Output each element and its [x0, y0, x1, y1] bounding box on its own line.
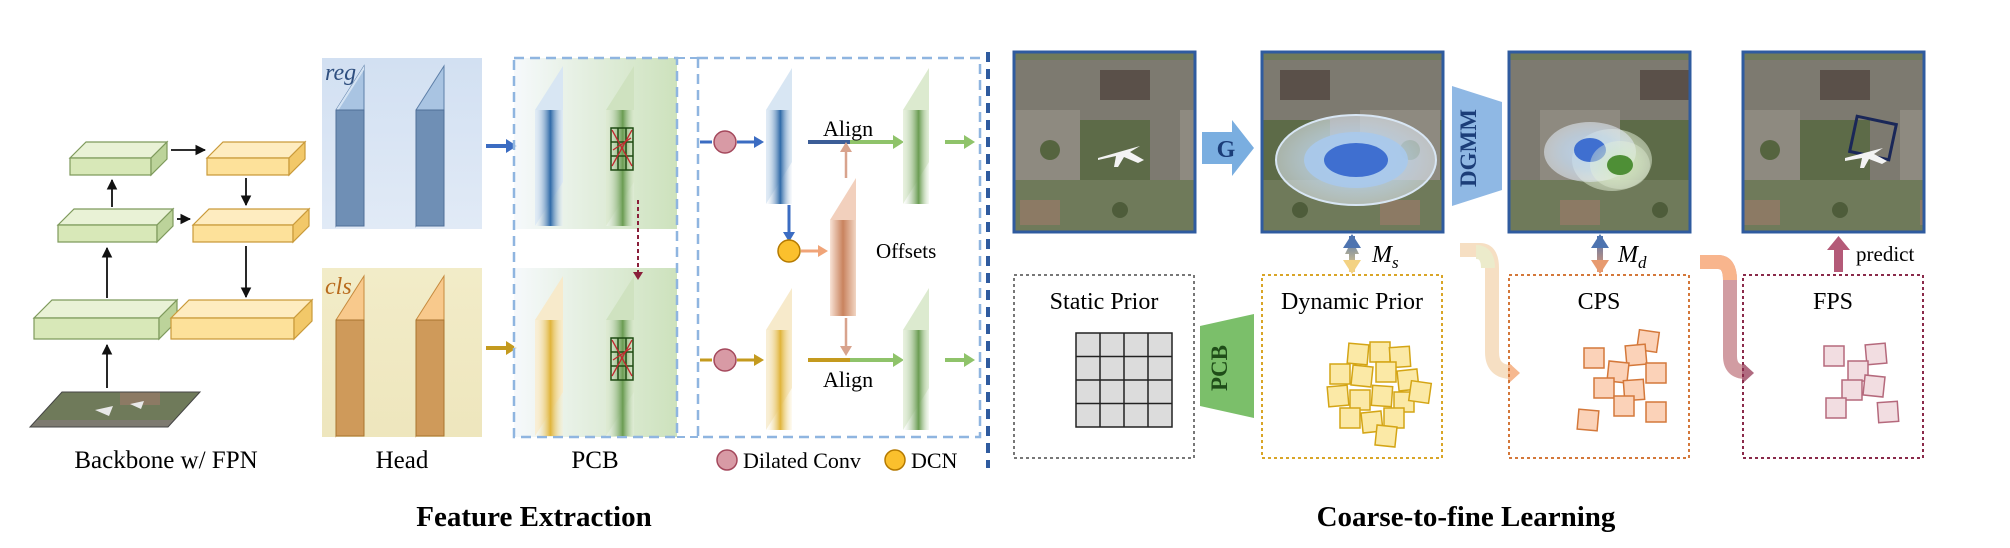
- aerial-image-input: [1012, 50, 1197, 234]
- ms-label: Ms: [1371, 242, 1399, 272]
- align-label-bottom: Align: [823, 367, 873, 392]
- dgmm-block: DGMM: [1452, 86, 1502, 206]
- pcb-detail-block: Align Offsets: [696, 56, 982, 473]
- fpn-green-level-2: [56, 207, 175, 244]
- pcb-trapezoid-label: PCB: [1207, 345, 1232, 391]
- backbone-arrows: [101, 144, 252, 388]
- reg-conv-layer-1: [335, 64, 365, 228]
- pcb-trapezoid: PCB: [1200, 314, 1254, 418]
- dynamic-prior-box: Dynamic Prior: [1261, 274, 1443, 459]
- reg-label: reg: [325, 60, 356, 86]
- static-prior-box: Static Prior: [1013, 274, 1195, 459]
- pcb-dashed-frame: [512, 56, 679, 439]
- fps-label: FPS: [1813, 289, 1853, 315]
- dynamic-to-cps-arrow: [1460, 243, 1520, 384]
- md-arrow: Md: [1591, 234, 1647, 274]
- aerial-image-static-gaussian: [1260, 50, 1445, 234]
- coarse-to-fine-title: Coarse-to-fine Learning: [1317, 501, 1616, 533]
- align-label-top: Align: [823, 116, 873, 141]
- dynamic-prior-points: [1326, 341, 1433, 448]
- dcn-node: [777, 239, 801, 263]
- feature-extraction-title: Feature Extraction: [416, 501, 651, 533]
- detail-cls-feature: [766, 288, 792, 430]
- dynamic-prior-label: Dynamic Prior: [1281, 289, 1423, 315]
- detail-cls-aligned: [903, 288, 929, 430]
- fpn-green-level-3: [68, 140, 169, 177]
- fpn-green-level-1: [32, 298, 179, 341]
- md-label: Md: [1617, 242, 1647, 272]
- detail-reg-aligned: [903, 68, 929, 204]
- head-block: reg cls Head: [322, 58, 482, 474]
- dynamic-gaussian-center-2: [1607, 155, 1633, 175]
- cls-conv-layer-2: [415, 274, 445, 438]
- dgmm-label: DGMM: [1456, 109, 1481, 187]
- g-arrow: G: [1202, 120, 1254, 176]
- backbone-input-image: [28, 391, 202, 428]
- pcb-label: PCB: [571, 447, 618, 474]
- airplane-icon: [1845, 148, 1887, 168]
- legend-dilated-conv-label: Dilated Conv: [743, 448, 861, 473]
- legend-dcn-icon: [884, 449, 906, 471]
- aerial-image-prediction: [1741, 50, 1926, 234]
- static-gaussian-center: [1324, 143, 1388, 177]
- predict-arrow: predict: [1827, 236, 1914, 272]
- fpn-yellow-level-2: [191, 207, 311, 244]
- head-to-pcb-arrows: [486, 139, 517, 355]
- ms-arrow: Ms: [1343, 234, 1399, 274]
- fpn-yellow-level-3: [205, 140, 307, 177]
- pcb-block: PCB: [512, 56, 679, 474]
- offsets-label: Offsets: [876, 239, 936, 263]
- head-label: Head: [376, 447, 429, 474]
- airplane-icon: [95, 406, 113, 416]
- reg-conv-layer-2: [415, 64, 445, 228]
- backbone-label: Backbone w/ FPN: [74, 447, 257, 474]
- fps-box: FPS: [1742, 274, 1924, 459]
- pcb-detail-connectors: [677, 57, 698, 438]
- fpn-yellow-level-1: [169, 298, 314, 341]
- cps-to-fps-arrow: [1700, 255, 1754, 384]
- offsets-feature: [830, 178, 856, 316]
- predict-label: predict: [1856, 242, 1914, 266]
- dilated-conv-node-bottom: [713, 348, 737, 372]
- pcb-reg-offset-grid: [606, 66, 634, 226]
- fps-points: [1823, 342, 1900, 424]
- dilated-conv-node-top: [713, 130, 737, 154]
- cls-label: cls: [325, 274, 352, 300]
- pcb-reg-feature: [535, 66, 563, 226]
- legend-dilated-conv-icon: [716, 449, 738, 471]
- legend-dcn-label: DCN: [911, 448, 958, 473]
- airplane-icon: [1098, 146, 1144, 167]
- aerial-image-dynamic-gaussian: [1507, 50, 1692, 234]
- detail-reg-feature: [766, 68, 792, 204]
- cls-conv-layer-1: [335, 274, 365, 438]
- pcb-offset-share-arrow: [633, 200, 643, 280]
- pcb-cls-feature: [535, 276, 563, 436]
- cps-label: CPS: [1578, 289, 1621, 315]
- g-label: G: [1217, 137, 1236, 163]
- cps-points: [1576, 328, 1667, 432]
- cps-box: CPS: [1508, 274, 1690, 459]
- static-prior-label: Static Prior: [1050, 289, 1159, 315]
- pcb-detail-dashed-frame: [696, 56, 982, 439]
- pcb-cls-offset-grid: [606, 276, 634, 436]
- backbone-fpn: Backbone w/ FPN: [28, 140, 314, 474]
